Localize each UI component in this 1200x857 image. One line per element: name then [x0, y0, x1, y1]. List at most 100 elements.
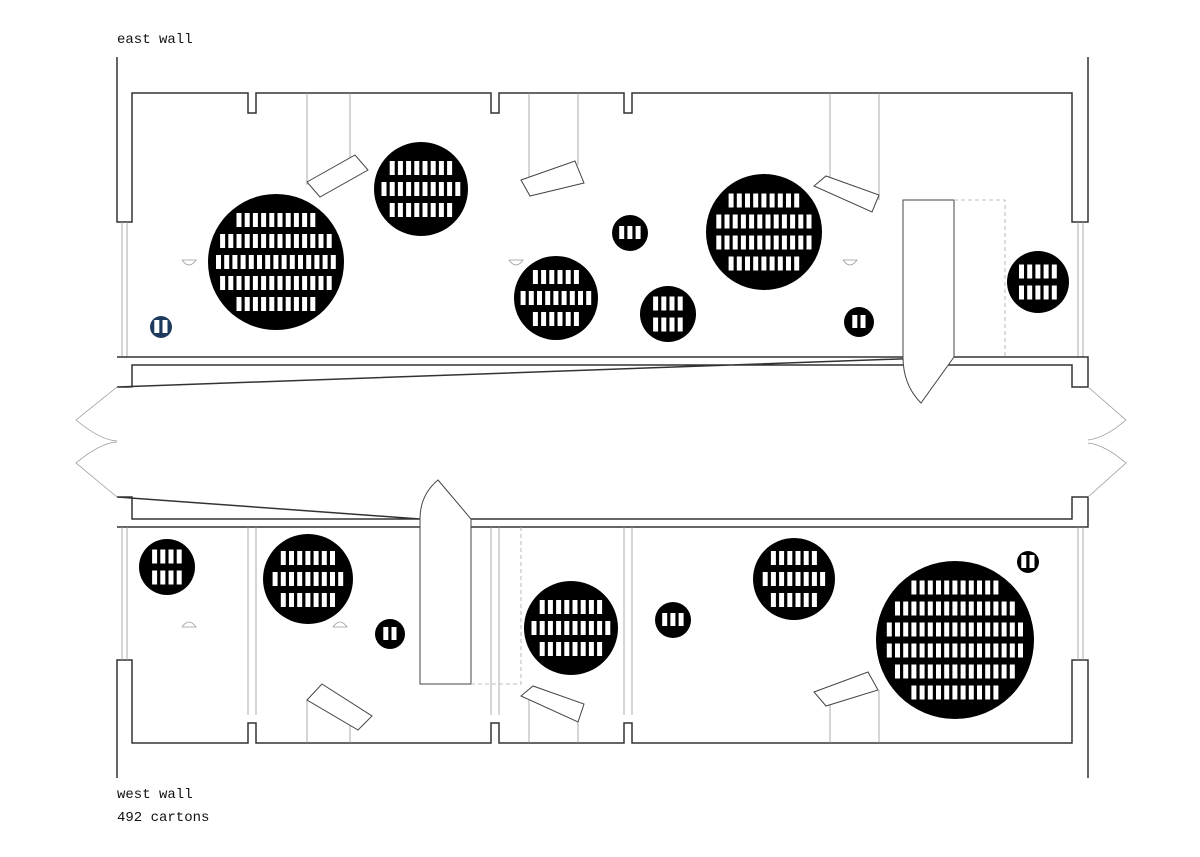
carton — [310, 297, 316, 311]
carton — [779, 572, 785, 586]
carton — [1001, 622, 1007, 637]
carton — [280, 593, 286, 607]
carton — [770, 593, 776, 607]
carton — [318, 276, 324, 290]
carton — [1051, 285, 1057, 300]
carton — [588, 642, 594, 656]
carton — [736, 256, 742, 271]
carton — [549, 270, 555, 284]
carton — [911, 601, 917, 616]
carton — [160, 549, 166, 564]
carton — [911, 643, 917, 658]
carton — [860, 315, 866, 328]
carton — [795, 551, 801, 565]
carton — [520, 291, 526, 305]
carton — [927, 685, 933, 700]
carton — [289, 255, 295, 269]
carton — [252, 297, 258, 311]
carton — [216, 255, 221, 269]
carton — [455, 182, 461, 196]
carton — [773, 235, 779, 250]
carton — [960, 601, 966, 616]
carton — [952, 580, 958, 595]
carton — [919, 580, 925, 595]
carton — [895, 601, 900, 616]
carton — [556, 642, 562, 656]
carton — [588, 600, 594, 614]
carton — [944, 685, 950, 700]
carton — [960, 664, 966, 679]
carton — [993, 643, 999, 658]
carton — [557, 270, 563, 284]
carton-count-label: 492 cartons — [117, 810, 210, 826]
carton — [1043, 285, 1049, 300]
round-table — [514, 256, 598, 340]
east-wall-label: east wall — [117, 32, 193, 48]
carton — [661, 317, 667, 332]
carton — [531, 621, 537, 635]
carton — [228, 276, 234, 290]
carton — [297, 593, 303, 607]
carton — [281, 255, 287, 269]
carton — [549, 312, 555, 326]
carton — [852, 315, 858, 328]
carton — [781, 214, 787, 229]
round-table — [706, 174, 822, 290]
carton — [968, 664, 974, 679]
carton — [745, 256, 750, 271]
carton — [539, 642, 545, 656]
carton — [293, 276, 299, 290]
carton — [236, 213, 242, 227]
carton — [769, 256, 775, 271]
carton — [903, 601, 909, 616]
carton — [277, 276, 283, 290]
carton — [162, 320, 168, 333]
carton — [968, 685, 974, 700]
carton — [310, 234, 316, 248]
carton — [447, 182, 453, 196]
round-table — [640, 286, 696, 342]
carton — [977, 643, 982, 658]
carton — [547, 600, 553, 614]
carton — [669, 317, 675, 332]
carton — [556, 621, 562, 635]
carton — [605, 621, 611, 635]
carton — [811, 551, 817, 565]
carton — [977, 622, 982, 637]
carton — [732, 235, 738, 250]
carton — [236, 276, 242, 290]
round-table — [263, 534, 353, 624]
carton — [903, 643, 909, 658]
carton — [1027, 285, 1033, 300]
carton — [232, 255, 238, 269]
carton — [252, 234, 258, 248]
carton — [952, 622, 958, 637]
carton — [919, 685, 925, 700]
carton — [422, 161, 428, 175]
round-table — [1017, 551, 1039, 573]
carton — [777, 256, 783, 271]
carton — [261, 276, 267, 290]
carton — [152, 570, 158, 585]
carton — [985, 685, 991, 700]
carton — [330, 551, 335, 565]
carton — [1018, 622, 1023, 637]
carton — [944, 643, 950, 658]
carton — [745, 193, 750, 208]
carton — [806, 235, 812, 250]
carton — [919, 664, 925, 679]
carton — [537, 291, 542, 305]
carton — [1027, 264, 1033, 279]
carton — [168, 549, 174, 564]
carton — [573, 312, 579, 326]
carton — [302, 297, 308, 311]
carton — [919, 622, 925, 637]
carton — [406, 161, 412, 175]
carton — [244, 234, 250, 248]
carton — [321, 572, 327, 586]
carton — [952, 601, 958, 616]
carton — [578, 291, 583, 305]
carton — [414, 203, 420, 217]
carton — [798, 214, 804, 229]
carton — [302, 234, 308, 248]
